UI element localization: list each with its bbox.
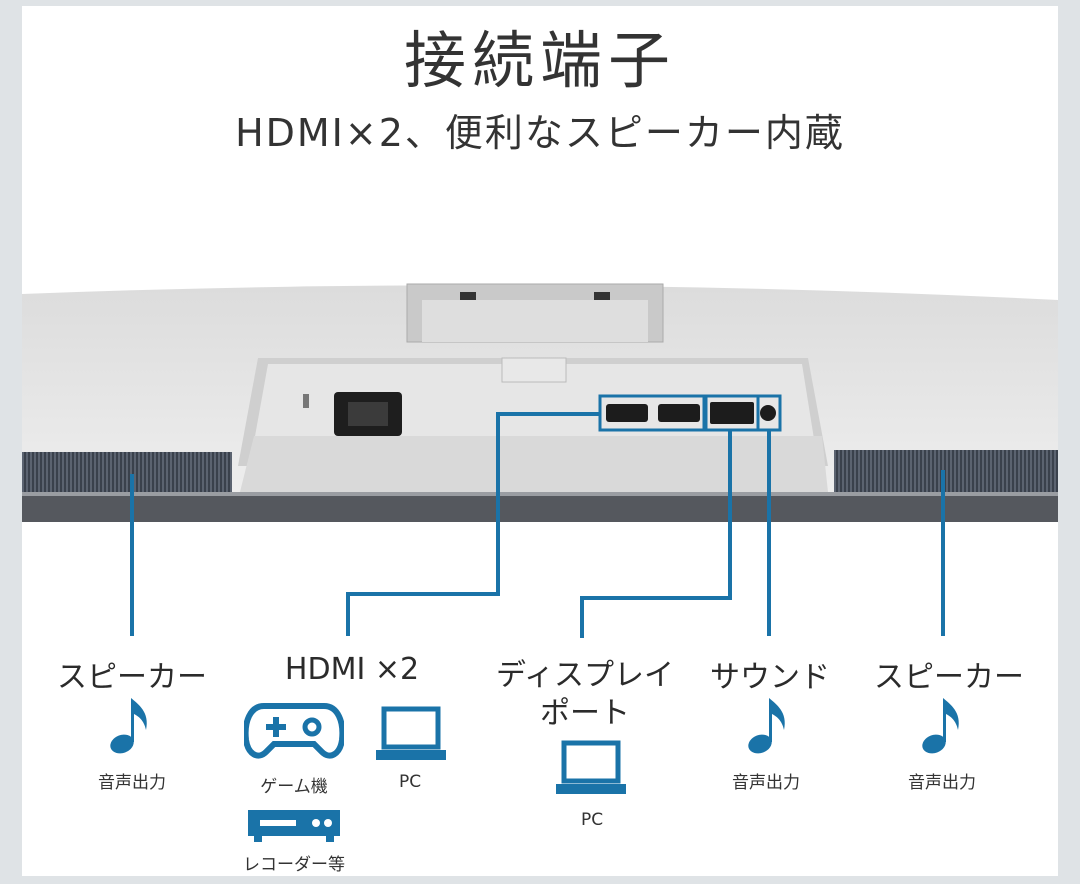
displayport-label-line1: ディスプレイ — [496, 658, 674, 693]
sound-label: サウンド — [710, 660, 830, 695]
hdmi-port-2 — [658, 404, 700, 422]
displayport-port — [710, 402, 754, 424]
recorder-icon — [248, 810, 340, 842]
page-title: 接続端子 — [403, 24, 676, 97]
connector-lines — [130, 412, 945, 638]
music-note-icon — [748, 698, 785, 754]
music-note-icon — [922, 698, 959, 754]
monitor-bottom-illustration — [22, 283, 1058, 522]
speaker-grille-left — [22, 452, 232, 492]
sound-caption: 音声出力 — [732, 773, 800, 793]
hdmi-port-1 — [606, 404, 648, 422]
speaker-left-caption: 音声出力 — [98, 773, 166, 793]
gamepad-icon — [244, 703, 344, 759]
displayport-pc-caption: PC — [580, 810, 604, 830]
hdmi-pc-caption: PC — [398, 772, 422, 792]
laptop-icon — [376, 706, 446, 760]
recorder-caption: レコーダー等 — [243, 855, 345, 875]
product-infographic: 接続端子 HDMI×2、便利なスピーカー内蔵 — [22, 6, 1058, 876]
displayport-label-line2: ポート — [540, 696, 630, 731]
music-note-icon — [110, 698, 147, 754]
audio-jack — [760, 405, 776, 421]
laptop-icon — [556, 740, 626, 794]
hdmi-label: HDMI ×2 — [284, 652, 420, 687]
page-subtitle: HDMI×2、便利なスピーカー内蔵 — [235, 111, 845, 155]
speaker-right-label: スピーカー — [874, 660, 1024, 695]
speaker-right-caption: 音声出力 — [908, 773, 976, 793]
speaker-left-label: スピーカー — [57, 660, 207, 695]
speaker-grille-right — [834, 450, 1058, 492]
game-console-caption: ゲーム機 — [260, 777, 328, 797]
